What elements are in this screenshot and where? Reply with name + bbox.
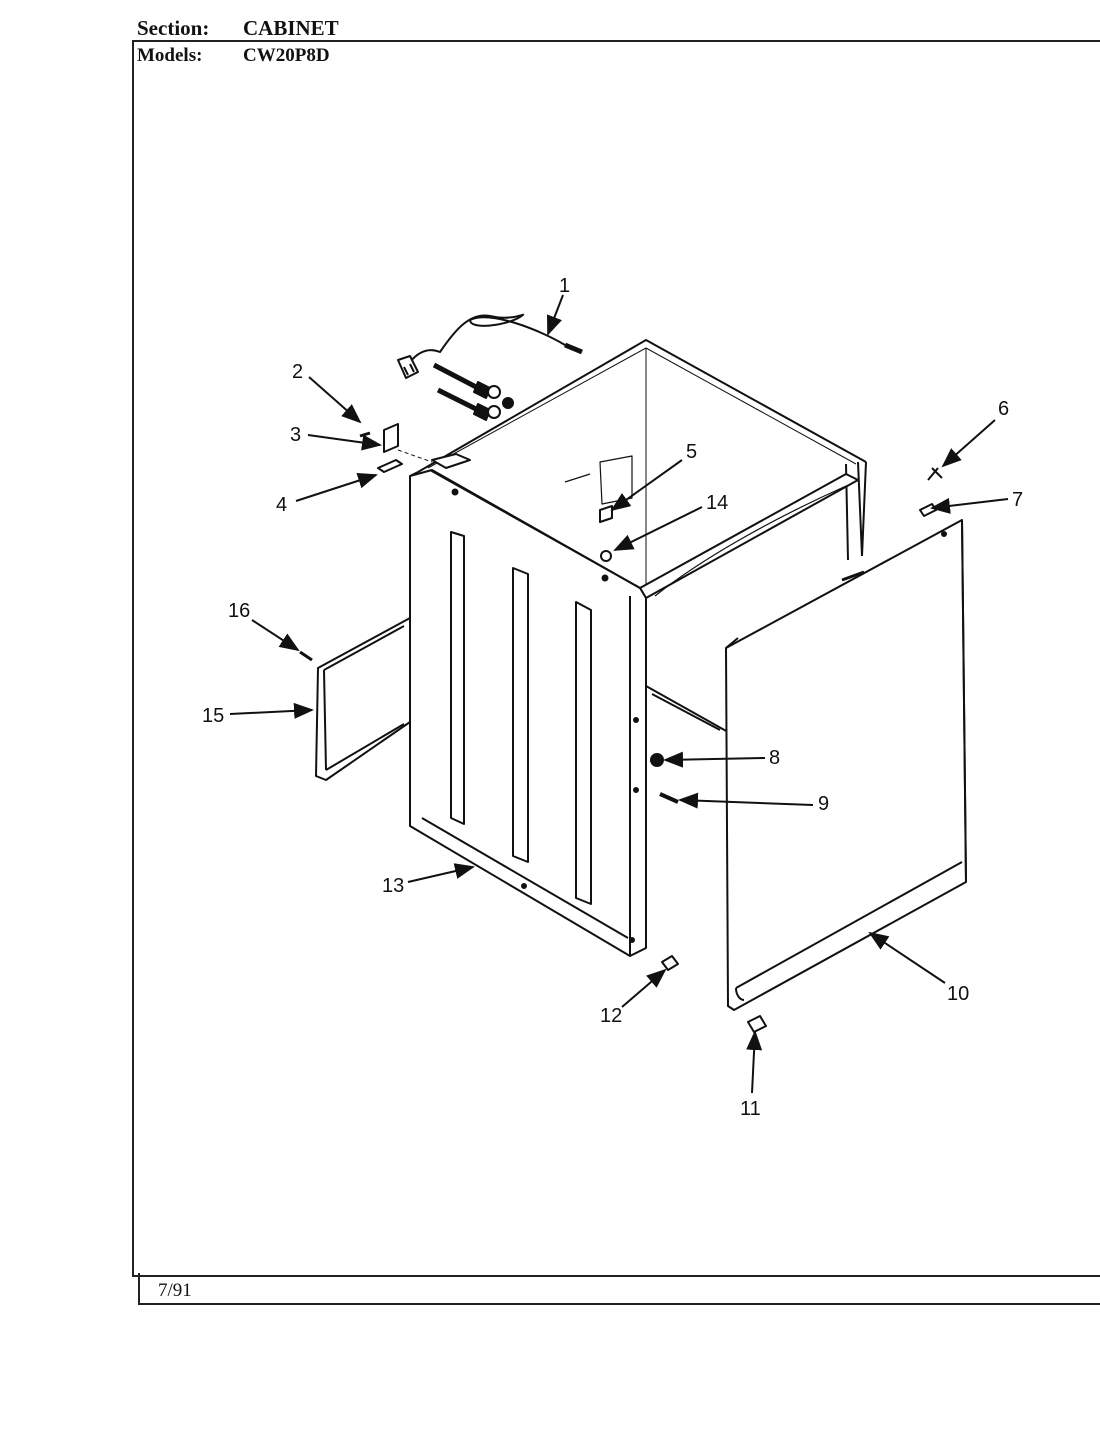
models-value: CW20P8D <box>243 45 330 66</box>
section-value: CABINET <box>243 16 339 40</box>
callout-9: 9 <box>818 793 829 815</box>
front-panel-part <box>725 519 967 1011</box>
callout-13: 13 <box>382 875 404 897</box>
callout-7: 7 <box>1012 489 1023 511</box>
rear-access-panel-part <box>299 617 411 781</box>
callout-3: 3 <box>290 424 301 446</box>
callout-2: 2 <box>292 361 303 383</box>
footer-frame <box>138 1273 1100 1305</box>
callout-5: 5 <box>686 441 697 463</box>
callout-16: 16 <box>228 600 250 622</box>
footer-date: 7/91 <box>158 1280 192 1301</box>
hose-connectors-part <box>432 362 514 421</box>
callout-4: 4 <box>276 494 287 516</box>
callout-8: 8 <box>769 747 780 769</box>
power-cord-part <box>397 313 583 379</box>
page-frame <box>132 40 1100 1277</box>
section-label: Section: <box>137 16 210 40</box>
callout-1: 1 <box>559 275 570 297</box>
callout-14: 14 <box>706 492 728 514</box>
callout-12: 12 <box>600 1005 622 1027</box>
models-label: Models: <box>137 45 203 66</box>
callout-10: 10 <box>947 983 969 1005</box>
cabinet-side-panel-part <box>409 469 647 957</box>
callout-15: 15 <box>202 705 224 727</box>
callout-6: 6 <box>998 398 1009 420</box>
callout-11: 11 <box>740 1098 761 1120</box>
